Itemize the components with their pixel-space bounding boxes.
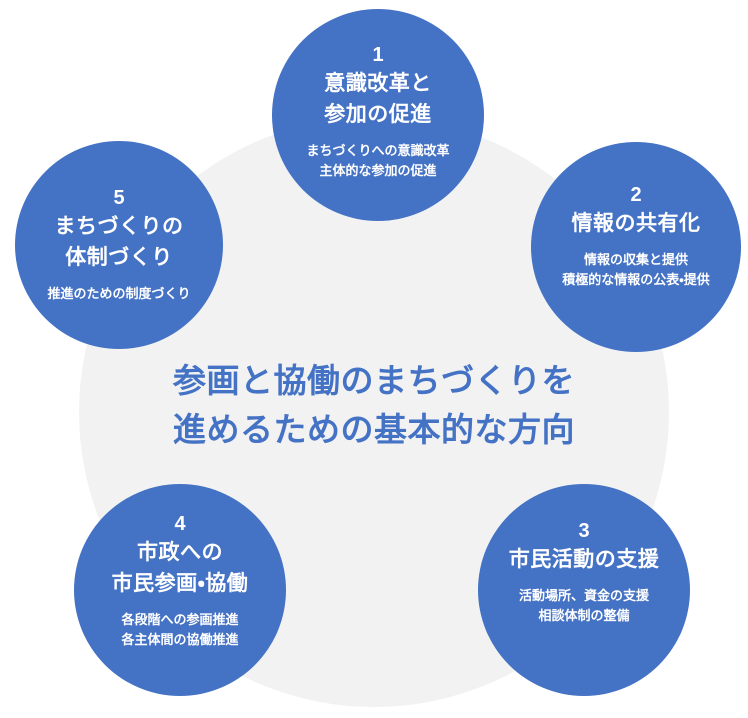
circle-2-subtitle-line-2: 積極的な情報の公表・提供 bbox=[562, 272, 710, 287]
circle-5-number: 5 bbox=[113, 186, 125, 209]
circle-4-participation-in-city-government: 4 市政への 市民参画・協働 各段階への参画推進 各主体間の協働推進 bbox=[74, 484, 286, 696]
circle-2-title-line-1: 情報の共有化 bbox=[571, 212, 701, 235]
circle-5-subtitle: 推進のための制度づくり bbox=[47, 284, 190, 304]
circle-4-title: 市政への 市民参画・協働 bbox=[112, 537, 249, 599]
circle-4-title-line-1: 市政への bbox=[136, 540, 223, 564]
circle-2-subtitle: 情報の収集と提供 積極的な情報の公表・提供 bbox=[562, 250, 709, 290]
circle-5-title: まちづくりの 体制づくり bbox=[55, 211, 184, 273]
circle-1-subtitle-line-2: 主体的な参加の促進 bbox=[319, 162, 437, 178]
circle-5-title-line-1: まちづくりの bbox=[54, 214, 184, 238]
circle-3-subtitle-line-1: 活動場所、資金の支援 bbox=[518, 588, 649, 603]
circle-4-subtitle: 各段階への参画推進 各主体間の協働推進 bbox=[121, 610, 238, 650]
circle-2-subtitle-line-1: 情報の収集と提供 bbox=[583, 252, 688, 267]
circle-4-title-line-2: 市民参画・協働 bbox=[111, 571, 249, 595]
circle-4-subtitle-line-1: 各段階への参画推進 bbox=[121, 611, 239, 627]
circle-4-number: 4 bbox=[174, 512, 186, 535]
circle-1-subtitle: まちづくりへの意識改革 主体的な参加の促進 bbox=[306, 141, 449, 181]
circle-1-subtitle-line-1: まちづくりへの意識改革 bbox=[306, 142, 450, 158]
circle-3-title: 市民活動の支援 bbox=[509, 544, 660, 575]
diagram-title-line-1: 参画と協働のまちづくりを bbox=[173, 362, 575, 399]
circle-1-title: 意識改革と 参加の促進 bbox=[324, 68, 432, 130]
circle-1-awareness-and-participation: 1 意識改革と 参加の促進 まちづくりへの意識改革 主体的な参加の促進 bbox=[272, 9, 484, 221]
circle-3-citizen-activity-support: 3 市民活動の支援 活動場所、資金の支援 相談体制の整備 bbox=[478, 484, 690, 696]
circle-1-title-line-1: 意識改革と bbox=[324, 71, 432, 95]
circle-3-subtitle: 活動場所、資金の支援 相談体制の整備 bbox=[519, 586, 649, 626]
circle-2-title: 情報の共有化 bbox=[572, 208, 701, 239]
circle-2-information-sharing: 2 情報の共有化 情報の収集と提供 積極的な情報の公表・提供 bbox=[531, 142, 741, 352]
circle-1-number: 1 bbox=[372, 43, 384, 66]
circle-2-number: 2 bbox=[630, 184, 642, 206]
circle-3-subtitle-line-2: 相談体制の整備 bbox=[538, 608, 630, 623]
diagram-title: 参画と協働のまちづくりを 進めるための基本的な方向 bbox=[0, 356, 748, 454]
circle-5-subtitle-line-1: 推進のための制度づくり bbox=[47, 285, 191, 301]
circle-3-number: 3 bbox=[578, 520, 590, 542]
circle-5-title-line-2: 体制づくり bbox=[65, 245, 173, 269]
diagram-title-line-2: 進めるための基本的な方向 bbox=[173, 411, 575, 448]
circle-4-subtitle-line-2: 各主体間の協働推進 bbox=[121, 631, 239, 647]
circle-5-community-building-system: 5 まちづくりの 体制づくり 推進のための制度づくり bbox=[15, 141, 223, 349]
circle-1-title-line-2: 参加の促進 bbox=[324, 102, 432, 126]
circle-3-title-line-1: 市民活動の支援 bbox=[508, 548, 660, 571]
